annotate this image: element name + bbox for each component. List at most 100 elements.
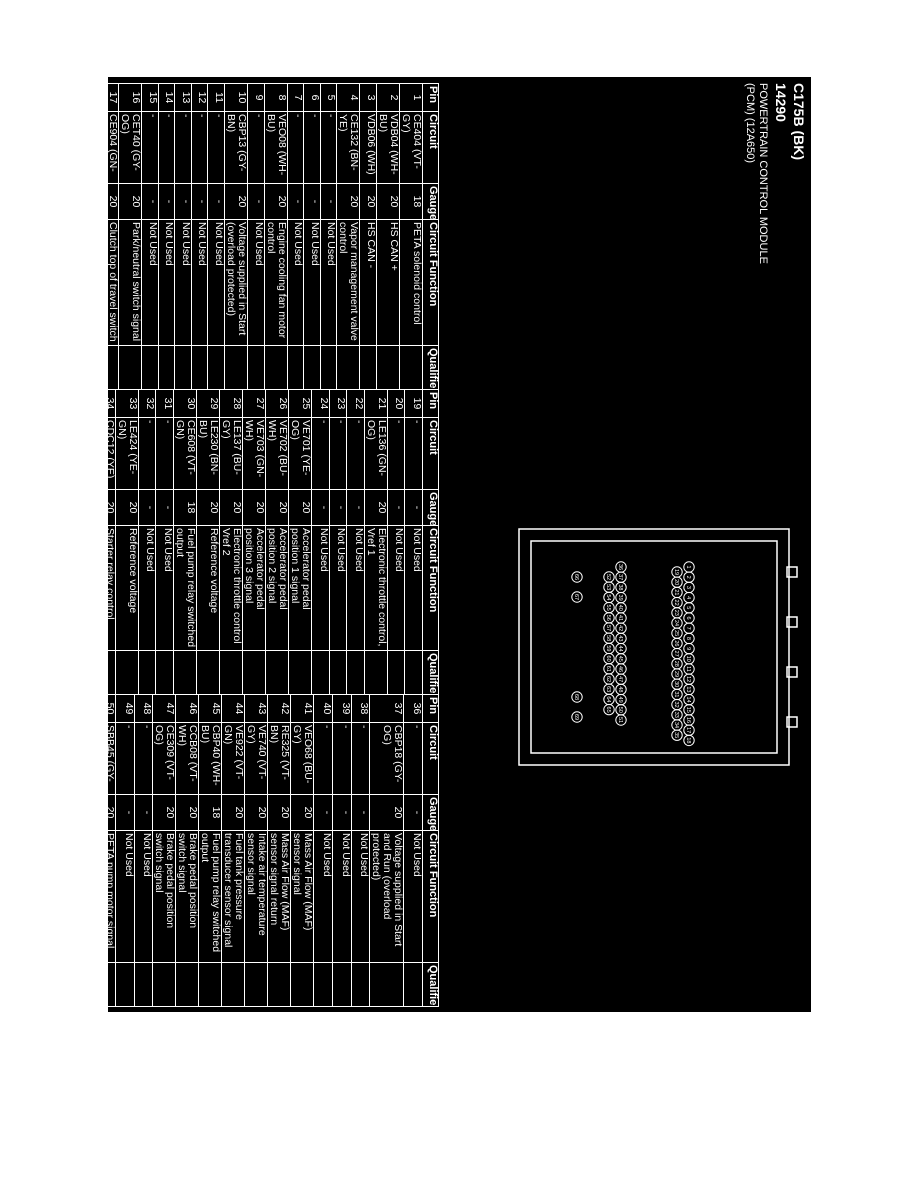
- connector-pin-label: 30: [673, 681, 679, 687]
- function-cell: Not Used: [303, 219, 321, 346]
- circuit-cell: CBP42 (GN): [58, 722, 93, 795]
- function-cell: Electronic throttle control, Vref 1: [364, 525, 388, 651]
- gauge-cell: 20: [369, 794, 404, 831]
- gauge-cell: -: [303, 183, 321, 220]
- pin-cell: 15: [141, 83, 159, 112]
- connector-pin: [671, 729, 683, 741]
- circuit-cell: -: [403, 722, 423, 795]
- qualifier-cell: [198, 962, 222, 1007]
- connector-pin-label: 51: [617, 717, 623, 723]
- function-cell: Not Used: [320, 219, 337, 346]
- pin-cell: 51: [58, 694, 93, 723]
- function-cell: Not Used: [158, 219, 175, 346]
- function-cell: Fuel pump relay switched output: [198, 830, 222, 963]
- qualifier-cell: [267, 962, 291, 1007]
- function-cell: Starter relay control: [97, 525, 116, 651]
- connector-pin-label: 24: [673, 620, 679, 626]
- connector-pin-label: 50: [617, 707, 623, 713]
- qualifier-cell: [152, 962, 176, 1007]
- pin-cell: 3: [359, 83, 377, 112]
- function-cell: Not Used: [404, 525, 423, 651]
- pin-cell: 34: [97, 389, 116, 418]
- qualifier-cell: [173, 650, 197, 695]
- function-cell: Accelerator pedal position 3 signal: [242, 525, 266, 651]
- pin-cell: 36: [403, 694, 423, 723]
- qualifier-cell: [58, 962, 93, 1007]
- pin-cell: 32: [138, 389, 156, 418]
- gauge-cell: -: [332, 794, 352, 831]
- qualifier-cell: [134, 962, 153, 1007]
- circuit-cell: CE903 (BU-OG): [72, 111, 96, 184]
- qualifier-cell: [97, 650, 116, 695]
- gauge-cell: 20: [290, 794, 314, 831]
- connector-pin-label: 14: [685, 697, 691, 703]
- connector-pin-label: 44: [617, 646, 623, 652]
- function-cell: Reference voltage: [115, 525, 139, 651]
- table-row: 7--Not Used: [287, 83, 304, 390]
- function-cell: Accelerator pedal position 2 signal: [265, 525, 289, 651]
- function-cell: Not Used: [403, 830, 423, 963]
- table-row: 14--Not Used: [158, 83, 175, 390]
- pin-cell: 33: [115, 389, 139, 418]
- qualifier-cell: [219, 650, 243, 695]
- qualifier-cell: [329, 650, 347, 695]
- connector-pin-label: 3: [685, 586, 691, 589]
- function-cell: PETA pump motor signal: [92, 830, 116, 963]
- qualifier-cell: [244, 962, 268, 1007]
- pin-cell: 12: [191, 83, 208, 112]
- col-pin: Pin: [422, 83, 439, 112]
- circuit-cell: -: [158, 111, 175, 184]
- gauge-cell: -: [351, 794, 370, 831]
- function-cell: Brake pedal position switch signal: [175, 830, 199, 963]
- gauge-cell: 20: [267, 794, 291, 831]
- table-row: 40--Not Used: [313, 694, 333, 1007]
- col-gauge: Gauge: [422, 183, 439, 220]
- function-cell: Not Used: [287, 219, 304, 346]
- table-row: 32--Not Used: [138, 389, 156, 695]
- connector-pin-label: 45: [617, 656, 623, 662]
- qualifier-cell: [303, 345, 321, 390]
- connector-title: C175B (BK): [791, 83, 807, 161]
- col-qualifier: Qualifier: [422, 345, 439, 390]
- connector-pin-label: 52: [605, 574, 611, 580]
- pin-cell: 11: [207, 83, 225, 112]
- function-cell: Intake air temperature sensor signal: [244, 830, 268, 963]
- pin-cell: 47: [152, 694, 176, 723]
- qualifier-cell: [191, 345, 208, 390]
- function-cell: Not Used: [138, 525, 156, 651]
- function-cell: Accelerator pedal position 1 signal: [288, 525, 312, 651]
- qualifier-cell: [196, 650, 220, 695]
- gauge-cell: 20: [219, 489, 243, 526]
- connector-pin-label: 18: [685, 737, 691, 743]
- qualifier-cell: [332, 962, 352, 1007]
- connector-pin-label: 11: [685, 666, 691, 672]
- connector-pin-label: 31: [673, 691, 679, 697]
- gauge-cell: -: [346, 489, 365, 526]
- connector-pin-label: 16: [685, 717, 691, 723]
- circuit-cell: -: [311, 417, 330, 490]
- connector-pin-label: 23: [673, 610, 679, 616]
- pin-cell: 25: [288, 389, 312, 418]
- gauge-cell: 20: [95, 183, 119, 220]
- circuit-cell: -: [313, 722, 333, 795]
- connector-outline: [518, 528, 798, 766]
- pin-cell: 39: [332, 694, 352, 723]
- connector-pin-label: 65: [605, 707, 611, 713]
- function-cell: Reference voltage: [196, 525, 220, 651]
- circuit-cell: -: [207, 111, 225, 184]
- connector-pin-label: 21: [673, 589, 679, 595]
- qualifier-cell: [336, 345, 360, 390]
- gauge-cell: 20: [152, 794, 176, 831]
- circuit-cell: CE302 (YE-BU): [74, 417, 98, 490]
- gauge-cell: 20: [175, 794, 199, 831]
- qualifier-cell: [311, 650, 330, 695]
- connector-pin-label: 43: [617, 635, 623, 641]
- circuit-cell: -: [351, 722, 370, 795]
